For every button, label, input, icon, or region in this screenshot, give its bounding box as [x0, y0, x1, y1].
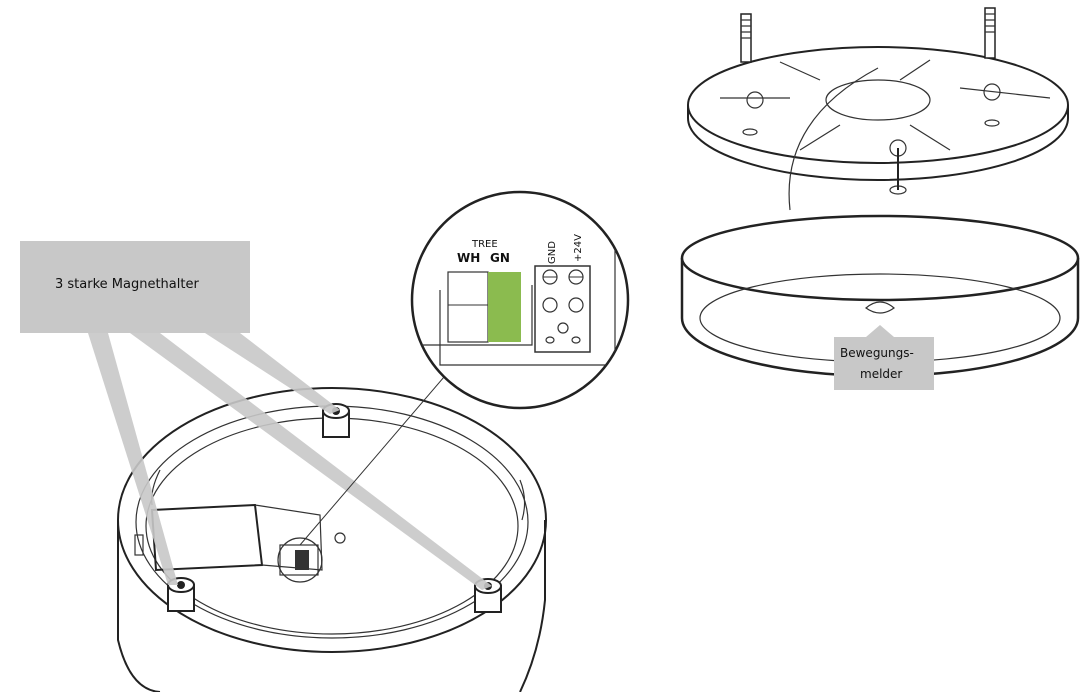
- lamp-body: [680, 214, 1080, 378]
- v24-label: +24V: [573, 234, 584, 262]
- wall-plug: [740, 13, 752, 63]
- gn-terminal: [488, 272, 521, 342]
- driver-module: [134, 503, 346, 583]
- wh-label: WH: [457, 251, 480, 265]
- mounting-plate: [687, 46, 1069, 195]
- motion-sensor-pointer: [866, 325, 894, 337]
- gnd-label: GND: [547, 241, 558, 264]
- gn-label: GN: [490, 251, 510, 265]
- wall-plug: [984, 7, 996, 59]
- wh-terminal: [447, 271, 489, 343]
- magnet-callout-label: 3 starke Magnethalter: [55, 277, 199, 292]
- terminal-inset: TREE WH GN GND +24V: [410, 190, 630, 410]
- safety-cable: [788, 67, 879, 211]
- lamp-housing-open: [117, 387, 547, 692]
- motion-sensor-callout-box: [834, 337, 934, 390]
- tree-label: TREE: [471, 239, 498, 250]
- motion-sensor-icon: [865, 301, 895, 314]
- motion-sensor-label-line2: melder: [860, 367, 902, 381]
- magnet-holder: [167, 577, 195, 612]
- motion-sensor-label-line1: Bewegungs-: [840, 346, 914, 360]
- magnet-callout-pointers: [88, 333, 492, 590]
- magnet-callout-box: [20, 241, 250, 333]
- inset-leader-line: [299, 369, 451, 546]
